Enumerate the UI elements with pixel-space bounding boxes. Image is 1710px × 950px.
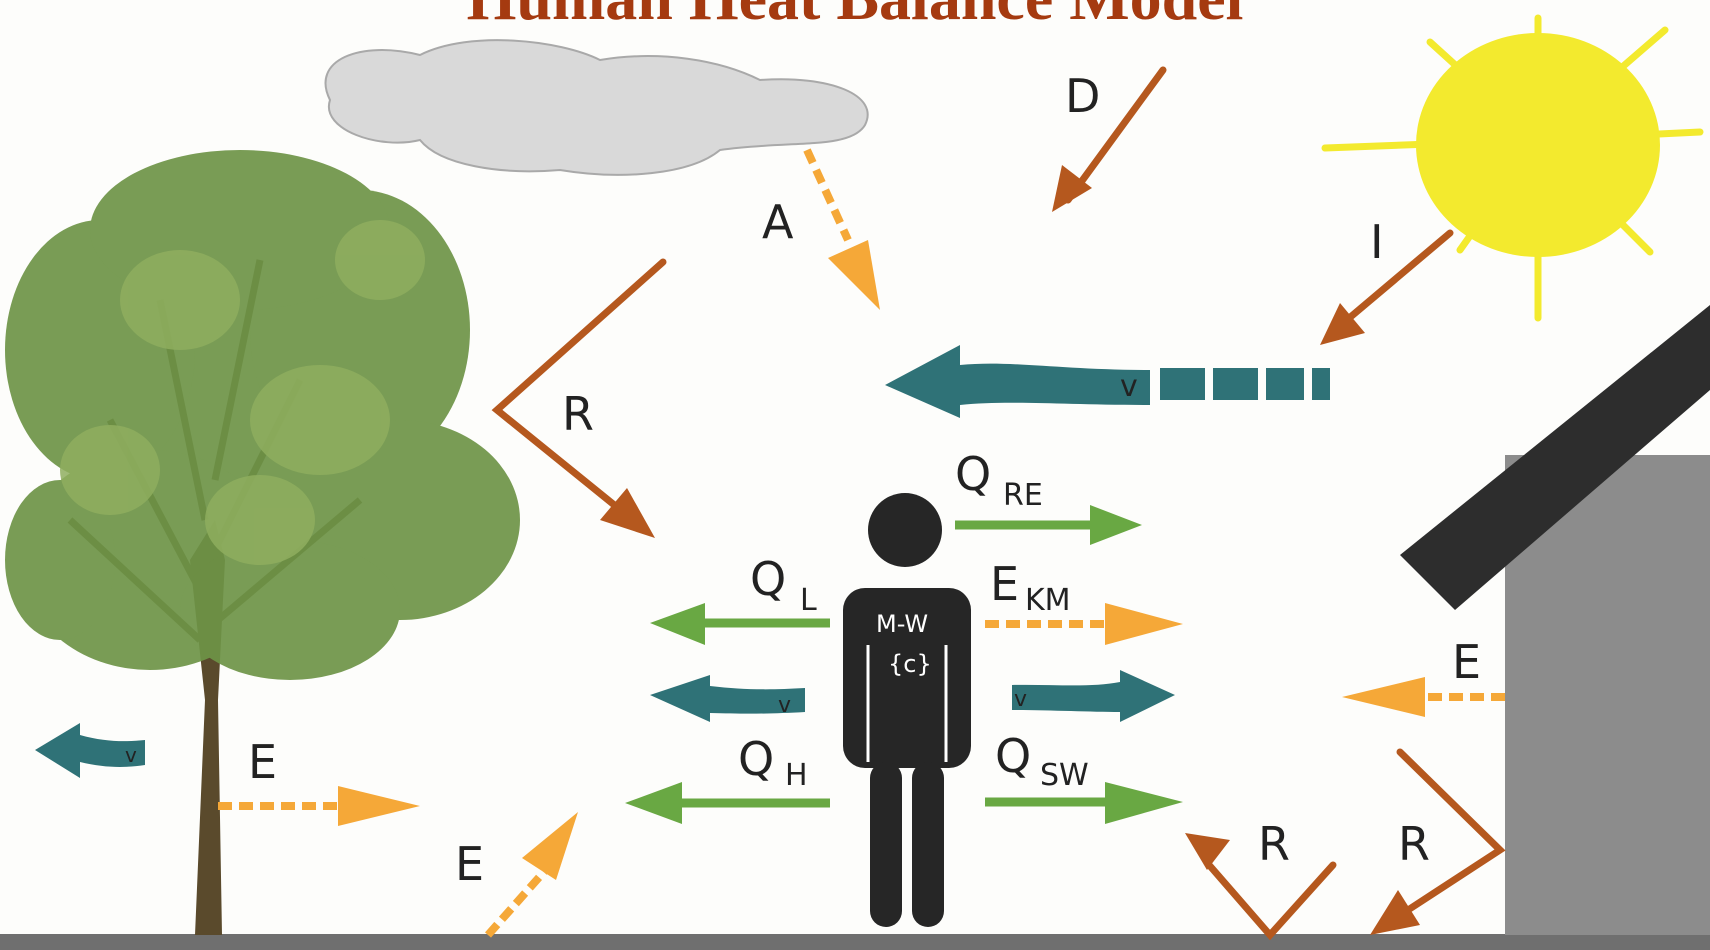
- house: [1400, 305, 1710, 935]
- label-E-tree: E: [248, 735, 277, 789]
- label-E-KM-sub: KM: [1025, 583, 1071, 618]
- label-R-ground2: R: [1398, 817, 1430, 871]
- label-Q-SW: Q: [995, 729, 1031, 783]
- arrow-I: [1335, 233, 1450, 330]
- label-v-far-left: v: [125, 743, 137, 767]
- label-Q-SW-sub: SW: [1040, 758, 1089, 793]
- label-Q-H: Q: [738, 732, 774, 786]
- label-D: D: [1065, 69, 1100, 123]
- label-E-ground: E: [455, 837, 484, 891]
- tree: [5, 150, 520, 935]
- label-Q-H-sub: H: [785, 758, 808, 793]
- label-E-KM: E: [990, 557, 1019, 611]
- person-figure: [843, 493, 971, 927]
- cloud-icon: [326, 40, 868, 175]
- label-v-left: v: [778, 693, 791, 718]
- label-v-right: v: [1014, 687, 1027, 712]
- label-E-house: E: [1452, 635, 1481, 689]
- label-I: I: [1370, 215, 1384, 269]
- label-Q-L-sub: L: [800, 583, 817, 618]
- label-v-main: v: [1120, 369, 1138, 404]
- label-body-core: {c}: [888, 650, 932, 678]
- label-Q-RE: Q: [955, 447, 991, 501]
- arrow-E-ground: [488, 865, 550, 935]
- label-Q-RE-sub: RE: [1003, 478, 1043, 513]
- wind-arrow-right: [1012, 670, 1175, 722]
- arrow-R-tree: [497, 262, 663, 508]
- label-A: A: [762, 195, 794, 249]
- sun-icon: [1325, 18, 1700, 318]
- arrow-A: [807, 150, 848, 240]
- arrow-R-ground1: [1210, 865, 1333, 935]
- label-Q-L: Q: [750, 552, 786, 606]
- label-R-ground1: R: [1258, 817, 1290, 871]
- label-body-metabolism: M-W: [876, 610, 928, 638]
- label-R-tree: R: [562, 387, 594, 441]
- wind-arrow-main: [885, 345, 1330, 418]
- ground: [0, 934, 1710, 950]
